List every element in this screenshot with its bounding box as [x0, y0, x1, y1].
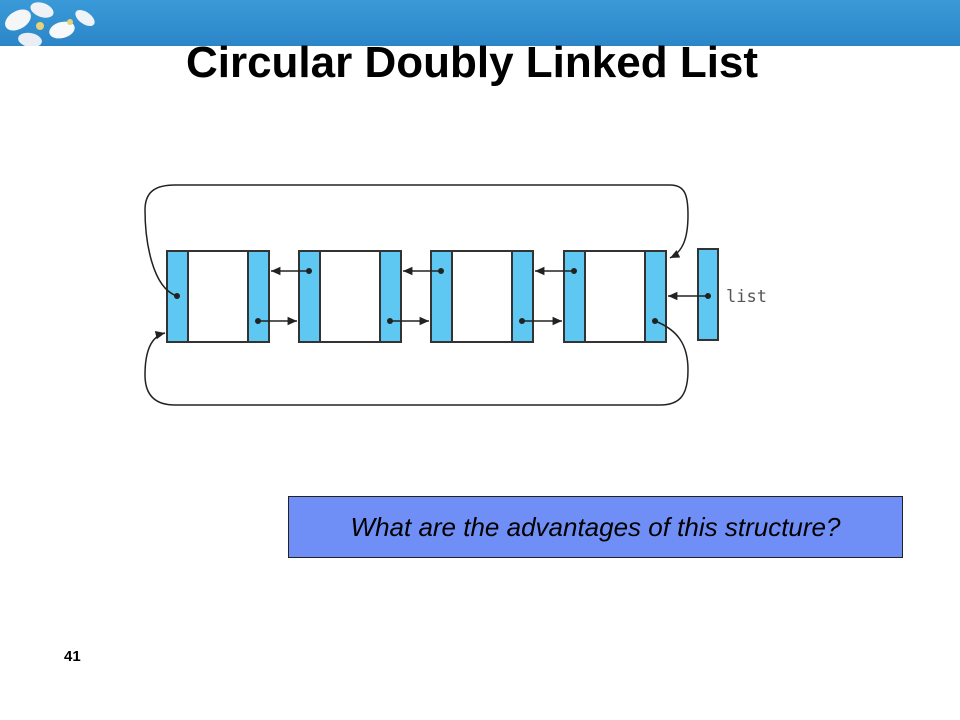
head-label: list [726, 287, 767, 307]
wrap-prev-arrow [144, 184, 689, 297]
list-node-2 [298, 250, 402, 343]
flower-decoration-icon [0, 0, 120, 46]
top-banner [0, 0, 960, 46]
list-node-1 [166, 250, 270, 343]
page-title: Circular Doubly Linked List [185, 38, 759, 87]
question-box: What are the advantages of this structur… [288, 496, 903, 558]
question-text: What are the advantages of this structur… [350, 511, 841, 542]
list-node-4 [563, 250, 667, 343]
linked-list-diagram: list [130, 170, 780, 420]
slide-number: 41 [64, 648, 81, 665]
head-pointer [697, 248, 719, 341]
wrap-next-arrow [144, 320, 689, 406]
list-node-3 [430, 250, 534, 343]
